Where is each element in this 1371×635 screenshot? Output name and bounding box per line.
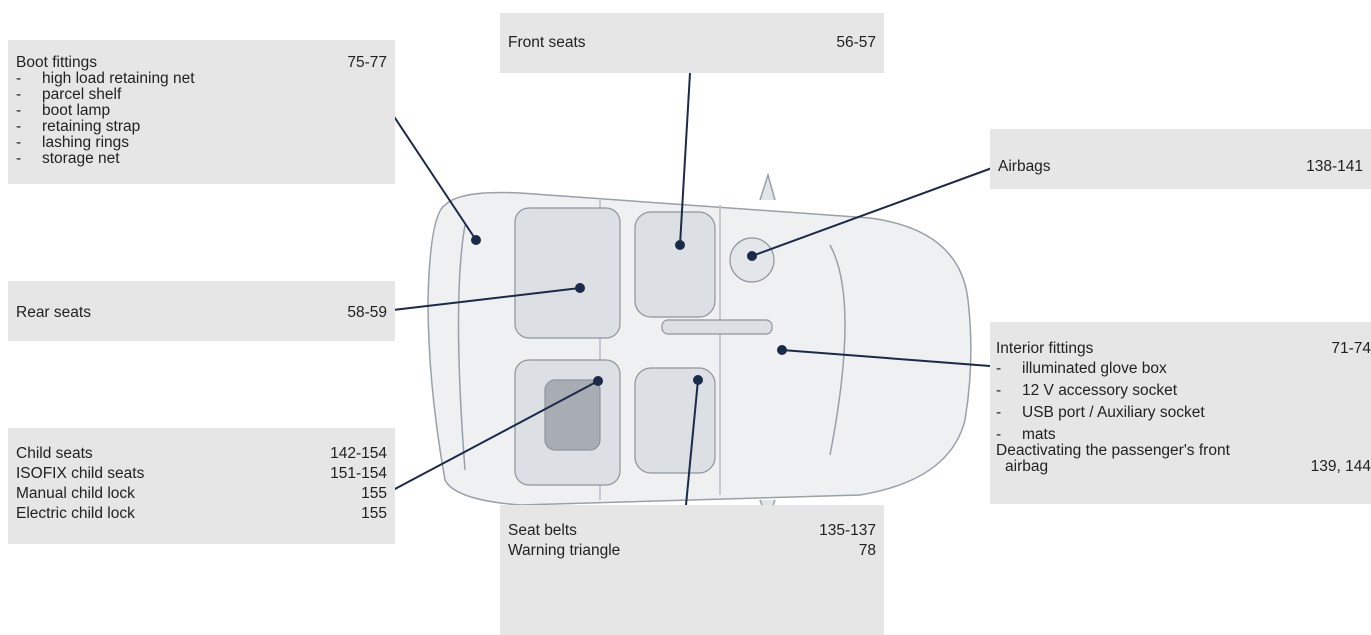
interior-extra-line2: airbag xyxy=(1005,458,1049,475)
leader-dots xyxy=(471,235,787,386)
child-row-label: Manual child lock xyxy=(16,485,135,502)
airbags-title: Airbags xyxy=(998,158,1051,175)
center-console xyxy=(661,319,773,335)
airbags-pages: 138-141 xyxy=(1306,158,1363,175)
callout-front-seats: Front seats 56-57 xyxy=(500,13,884,73)
interior-item: 12 V accessory socket xyxy=(1022,382,1178,399)
child-row-pages: 142-154 xyxy=(330,445,387,462)
boot-item: storage net xyxy=(42,150,120,167)
leader-lines xyxy=(392,72,993,506)
child-row-label: Electric child lock xyxy=(16,505,135,522)
callout-rear-seats: Rear seats 58-59 xyxy=(8,281,395,341)
boot-item: boot lamp xyxy=(42,102,111,119)
interior-extra-pages: 139, 144 xyxy=(1310,458,1371,475)
boot-pages: 75-77 xyxy=(347,54,387,71)
rear-seat-left xyxy=(514,207,621,339)
boot-item: parcel shelf xyxy=(42,86,122,103)
interior-item: USB port / Auxiliary socket xyxy=(1022,404,1205,421)
seats xyxy=(514,207,775,486)
interior-title: Interior fittings xyxy=(996,340,1094,357)
belts-row-pages: 135-137 xyxy=(819,522,876,539)
interior-pages: 71-74 xyxy=(1331,340,1371,357)
interior-item: mats xyxy=(1022,426,1056,443)
belts-row-label: Seat belts xyxy=(508,522,577,539)
child-row-pages: 155 xyxy=(361,485,387,502)
boot-item: high load retaining net xyxy=(42,70,195,87)
child-row-label: ISOFIX child seats xyxy=(16,465,145,482)
interior-item: illuminated glove box xyxy=(1022,360,1167,377)
belts-row-pages: 78 xyxy=(858,542,876,559)
child-seat xyxy=(544,379,601,451)
rear-seats-title: Rear seats xyxy=(16,304,91,321)
child-row-pages: 155 xyxy=(361,505,387,522)
front-seats-title: Front seats xyxy=(508,34,586,51)
callout-airbags: Airbags 138-141 xyxy=(990,129,1371,189)
front-seat-left xyxy=(634,211,716,318)
child-row-pages: 151-154 xyxy=(330,465,387,482)
front-seat-right xyxy=(634,367,716,474)
interior-extra-line1: Deactivating the passenger's front xyxy=(996,442,1230,459)
callout-seat-belts: Seat belts 135-137 Warning triangle 78 xyxy=(500,505,884,635)
boot-item: retaining strap xyxy=(42,118,141,135)
belts-row-label: Warning triangle xyxy=(508,542,621,559)
rear-seats-pages: 58-59 xyxy=(347,304,387,321)
child-row-label: Child seats xyxy=(16,445,93,462)
front-seats-pages: 56-57 xyxy=(836,34,876,51)
boot-title: Boot fittings xyxy=(16,54,97,71)
callout-child-seats: Child seats 142-154 ISOFIX child seats 151… xyxy=(8,428,395,544)
boot-item: lashing rings xyxy=(42,134,130,151)
